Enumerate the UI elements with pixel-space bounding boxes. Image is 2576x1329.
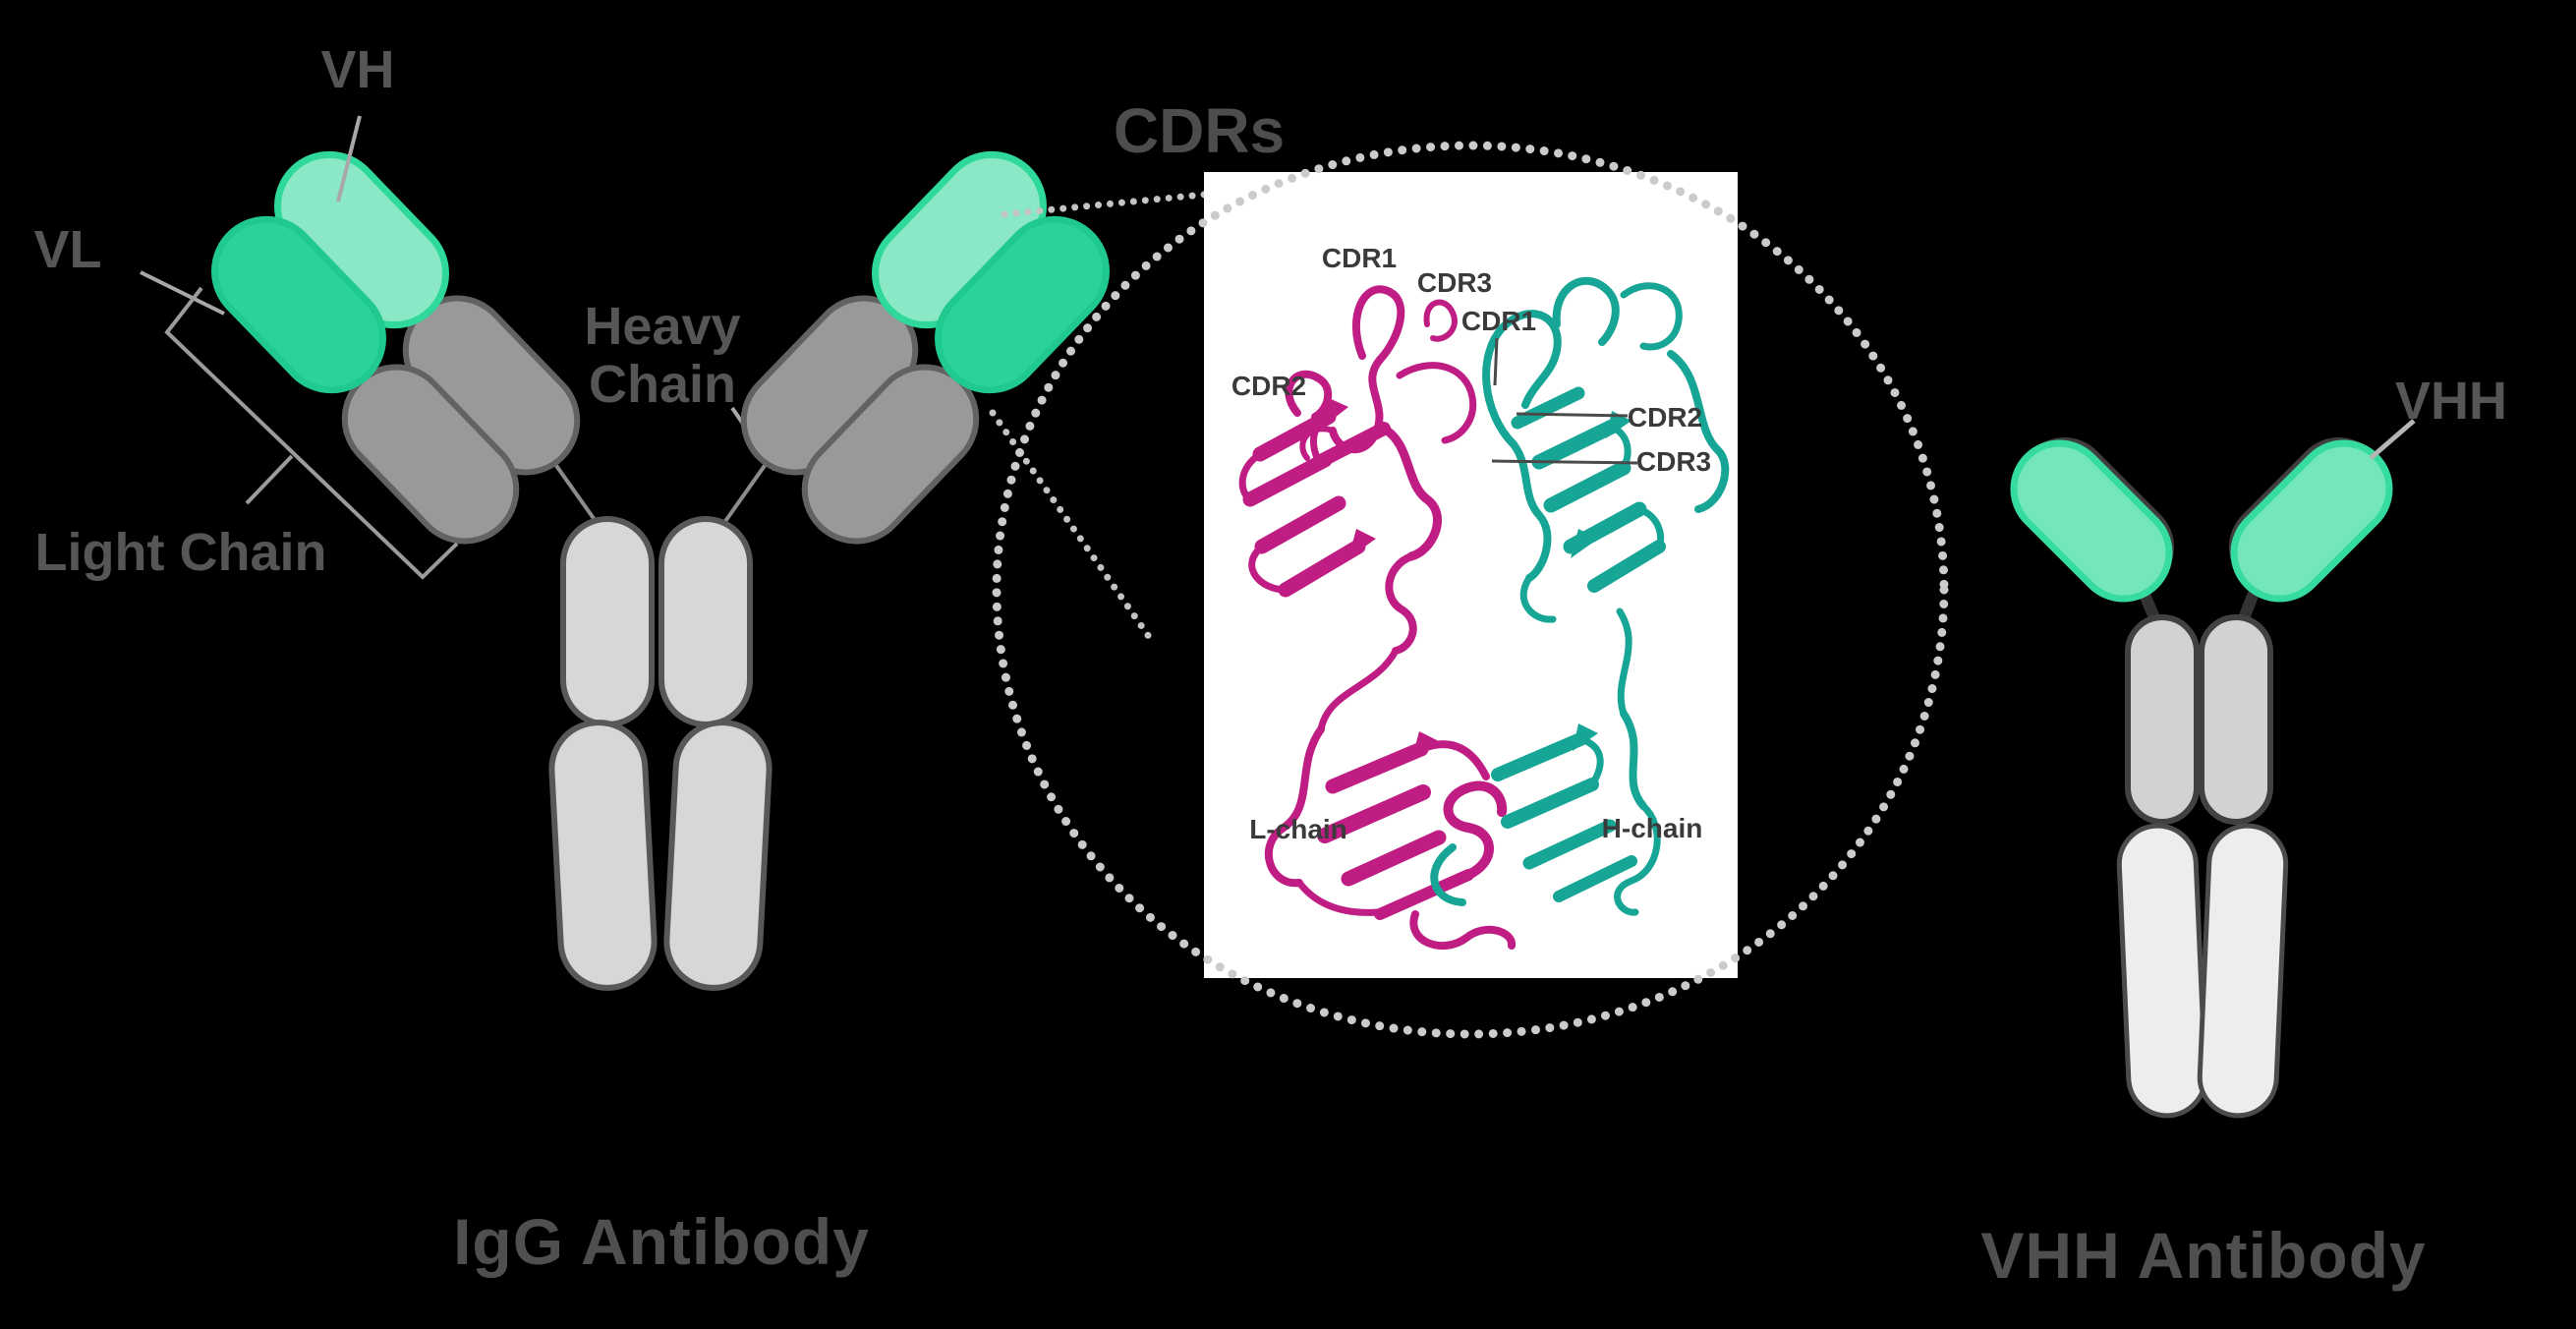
cdr1-l-label: CDR1	[1322, 243, 1397, 273]
vl-pointer-line	[140, 270, 225, 316]
heavy-chain-label-line1: Heavy	[584, 297, 740, 356]
vhh-caption: VHH Antibody	[1980, 1219, 2426, 1292]
igg-annotations: VH VL Heavy Chain Light Chain IgG Antibo…	[33, 40, 870, 1278]
vhh-pointer-line	[2369, 419, 2416, 460]
igg-ch3-right-capsule	[663, 720, 773, 991]
cdr3-h-pointer-line	[1491, 459, 1638, 465]
vhh-label: VHH	[2395, 372, 2507, 431]
cdr1-h-pointer-line	[1493, 337, 1499, 386]
vl-label: VL	[33, 220, 101, 279]
vh-pointer-line	[336, 115, 362, 202]
vh-label: VH	[320, 40, 394, 99]
light-chain-bracket	[164, 286, 459, 580]
igg-ch3-left-capsule	[548, 720, 658, 991]
vhh-left-arm-capsule	[2010, 439, 2173, 603]
h-chain-ribbon	[1430, 276, 1730, 916]
vhh-ch2-left-capsule	[2125, 614, 2200, 825]
igg-body	[548, 516, 773, 991]
cdr2-h-pointer-line	[1516, 412, 1629, 418]
cdr1-h-label: CDR1	[1461, 306, 1536, 336]
light-chain-bracket-tick	[245, 454, 294, 505]
h-chain-label: H-chain	[1602, 813, 1703, 843]
vhh-antibody: VHH VHH Antibody	[1980, 372, 2507, 1292]
igg-vl-right-capsule	[935, 215, 1110, 394]
igg-right-arm	[740, 150, 1110, 545]
l-chain-label: L-chain	[1249, 814, 1347, 844]
igg-antibody: VH VL Heavy Chain Light Chain IgG Antibo…	[33, 40, 1110, 1278]
cdr2-l-label: CDR2	[1231, 371, 1306, 401]
heavy-chain-label-line2: Chain	[589, 355, 736, 414]
cdr-inset-panel	[1204, 172, 1738, 978]
magnifier-dotted-circle	[992, 141, 1949, 1039]
cdrs-title: CDRs	[1114, 95, 1285, 166]
vhh-ch2-right-capsule	[2199, 614, 2273, 825]
magnifier-lower-dotted-line	[989, 409, 1156, 645]
igg-caption: IgG Antibody	[453, 1205, 870, 1278]
vhh-ch3-right-capsule	[2197, 823, 2289, 1119]
cdr-inset: CDRs	[989, 95, 1949, 1039]
vhh-ch3-left-capsule	[2116, 823, 2208, 1119]
igg-ch2-left-capsule	[560, 516, 655, 727]
cdr2-h-label: CDR2	[1628, 402, 1702, 433]
igg-vl-left-capsule	[211, 215, 386, 394]
cdr3-l-label: CDR3	[1417, 267, 1492, 298]
igg-ch2-right-capsule	[658, 516, 753, 727]
igg-left-arm	[211, 150, 581, 545]
cdr3-h-label: CDR3	[1636, 446, 1711, 477]
l-chain-ribbon	[1238, 285, 1516, 950]
light-chain-label: Light Chain	[35, 523, 327, 582]
